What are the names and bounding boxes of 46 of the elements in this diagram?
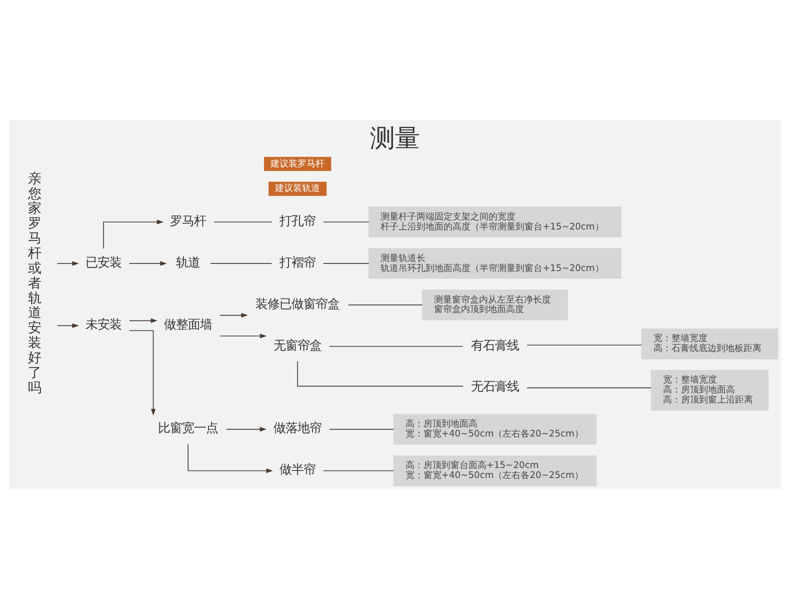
node-box: 测量轨道长 轨道吊环孔到地面高度（半帘测量到窗台+15~20cm） xyxy=(368,248,622,278)
node-box: 宽：整墙宽度 高：石膏线底边到地板距离 xyxy=(641,328,778,359)
node-text: 未安装 xyxy=(86,316,122,332)
node-text: 无石膏线 xyxy=(470,378,519,394)
node-text: 亲您家罗马杆或者轨道安装好了吗 xyxy=(28,171,42,396)
connector xyxy=(322,221,370,222)
node-text: 打褶帘 xyxy=(280,254,316,269)
connector xyxy=(329,345,464,346)
arrow xyxy=(220,312,248,318)
connector xyxy=(526,386,652,388)
node-box: 宽：整墙宽度 高：房顶到地面高 高：房顶到窗上沿距离 xyxy=(650,370,769,410)
diagram-title: 测量 xyxy=(370,123,420,152)
node-text: 打孔帘 xyxy=(280,212,316,228)
arrow xyxy=(220,333,267,338)
connector xyxy=(297,360,464,386)
connector xyxy=(322,470,394,471)
connector xyxy=(329,428,394,430)
connector xyxy=(348,304,423,305)
node-text: 做落地帘 xyxy=(274,420,322,435)
node-text: 比窗宽一点 xyxy=(158,420,218,435)
arrow xyxy=(188,443,273,473)
node-box: 测量窗帘盒内从左至右净长度 窗帘盒内顶到地面高度 xyxy=(422,289,568,320)
arrow xyxy=(103,219,164,248)
arrow xyxy=(56,322,79,328)
node-box: 高：房顶到窗台面高+15~20cm 宽：窗宽+40~50cm（左右各20~25cm） xyxy=(393,454,596,486)
node-text: 装修已做窗帘盒 xyxy=(256,295,340,310)
node-text: 轨道 xyxy=(176,254,200,269)
node-text: 无窗帘盒 xyxy=(274,336,322,352)
node-text: 做半帘 xyxy=(280,461,316,476)
node-box: 高：房顶到地面高 宽：窗宽+40~50cm（左右各20~25cm） xyxy=(393,413,596,444)
connector xyxy=(210,262,272,264)
arrow xyxy=(226,426,267,432)
node-box: 测量杆子两端固定支架之间的宽度 杆子上沿到地面的高度（半帘测量到窗台+15~20cm） xyxy=(368,206,622,237)
node-text: 罗马杆 xyxy=(170,212,206,228)
connector xyxy=(526,344,642,346)
arrow xyxy=(56,260,79,266)
arrow xyxy=(128,260,167,266)
node-box: 建议装轨道 xyxy=(268,181,327,196)
arrow xyxy=(128,318,158,322)
connector xyxy=(214,221,272,222)
arrow xyxy=(128,330,156,416)
connector xyxy=(322,262,370,264)
node-text: 已安装 xyxy=(86,254,122,269)
node-text: 做整面墙 xyxy=(164,316,212,332)
node-box: 建议装罗马杆 xyxy=(264,156,332,170)
node-text: 有石膏线 xyxy=(470,336,519,352)
